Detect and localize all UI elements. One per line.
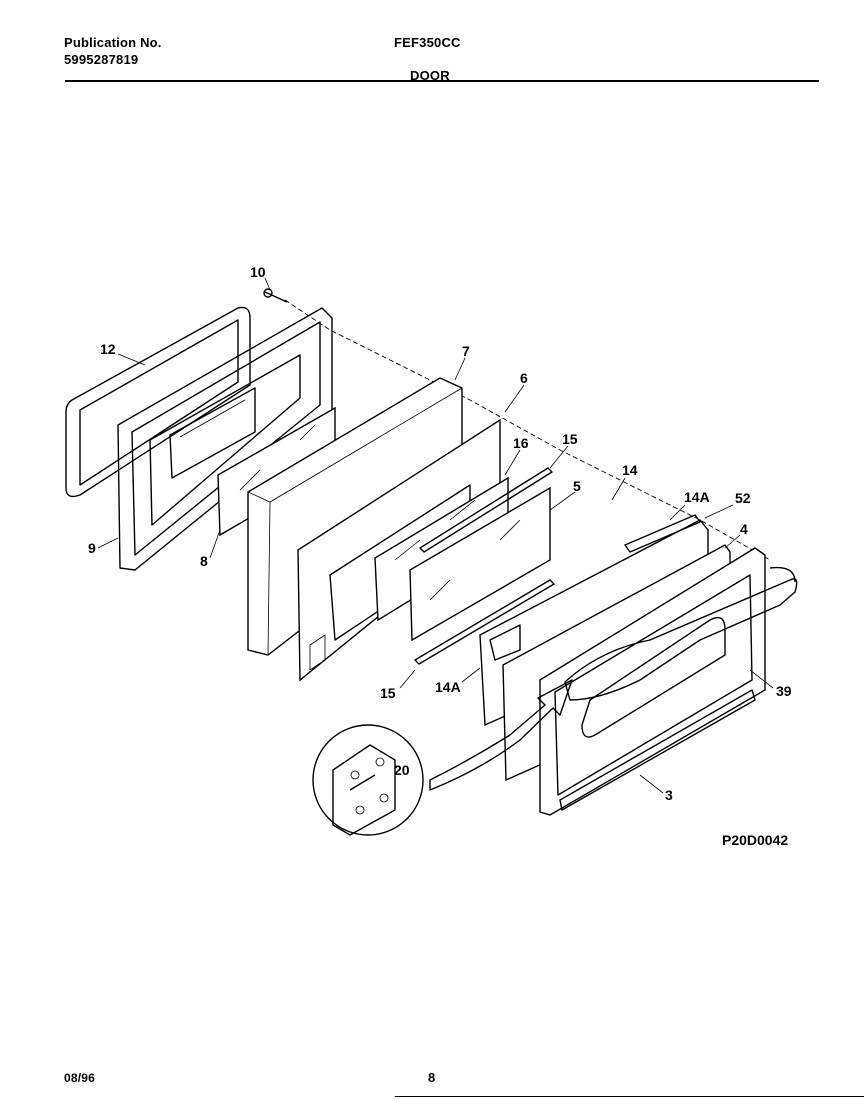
glass-retainer-bottom-part <box>414 579 555 665</box>
door-gasket-part <box>65 306 251 498</box>
footer-rule <box>395 1096 864 1097</box>
callout-8: 8 <box>200 553 208 569</box>
callout-5: 5 <box>573 478 581 494</box>
header-rule <box>65 80 819 82</box>
callout-20: 20 <box>394 762 410 778</box>
callout-52: 52 <box>735 490 751 506</box>
section-title: DOOR <box>410 68 450 83</box>
detail-arrow <box>429 679 573 791</box>
callout-4: 4 <box>740 521 748 537</box>
leader-lines <box>97 277 774 794</box>
callout-16: 16 <box>513 435 529 451</box>
screw-part <box>263 288 288 303</box>
callout-7: 7 <box>462 343 470 359</box>
callout-14a-top: 14A <box>684 489 710 505</box>
publication-label: Publication No. <box>64 35 162 50</box>
callout-12: 12 <box>100 341 116 357</box>
handle-mount-detail <box>312 724 424 836</box>
assembly-axis <box>284 299 771 561</box>
footer-date: 08/96 <box>64 1071 96 1085</box>
model-number: FEF350CC <box>394 35 461 50</box>
callout-9: 9 <box>88 540 96 556</box>
glass-retainer-top-part <box>419 467 553 553</box>
callout-14: 14 <box>622 462 638 478</box>
callout-6: 6 <box>520 370 528 386</box>
figure-id: P20D0042 <box>722 832 788 848</box>
publication-number: 5995287819 <box>64 52 139 67</box>
callout-39: 39 <box>776 683 792 699</box>
callout-14a-bottom: 14A <box>435 679 461 695</box>
door-handle-part <box>564 566 798 701</box>
outer-glass-part <box>409 486 551 642</box>
page-number: 8 <box>428 1070 436 1085</box>
spacer-channel-part <box>489 514 701 661</box>
callout-15-top: 15 <box>562 431 578 447</box>
callout-15-bottom: 15 <box>380 685 396 701</box>
callout-3: 3 <box>665 787 673 803</box>
callout-10: 10 <box>250 264 266 280</box>
